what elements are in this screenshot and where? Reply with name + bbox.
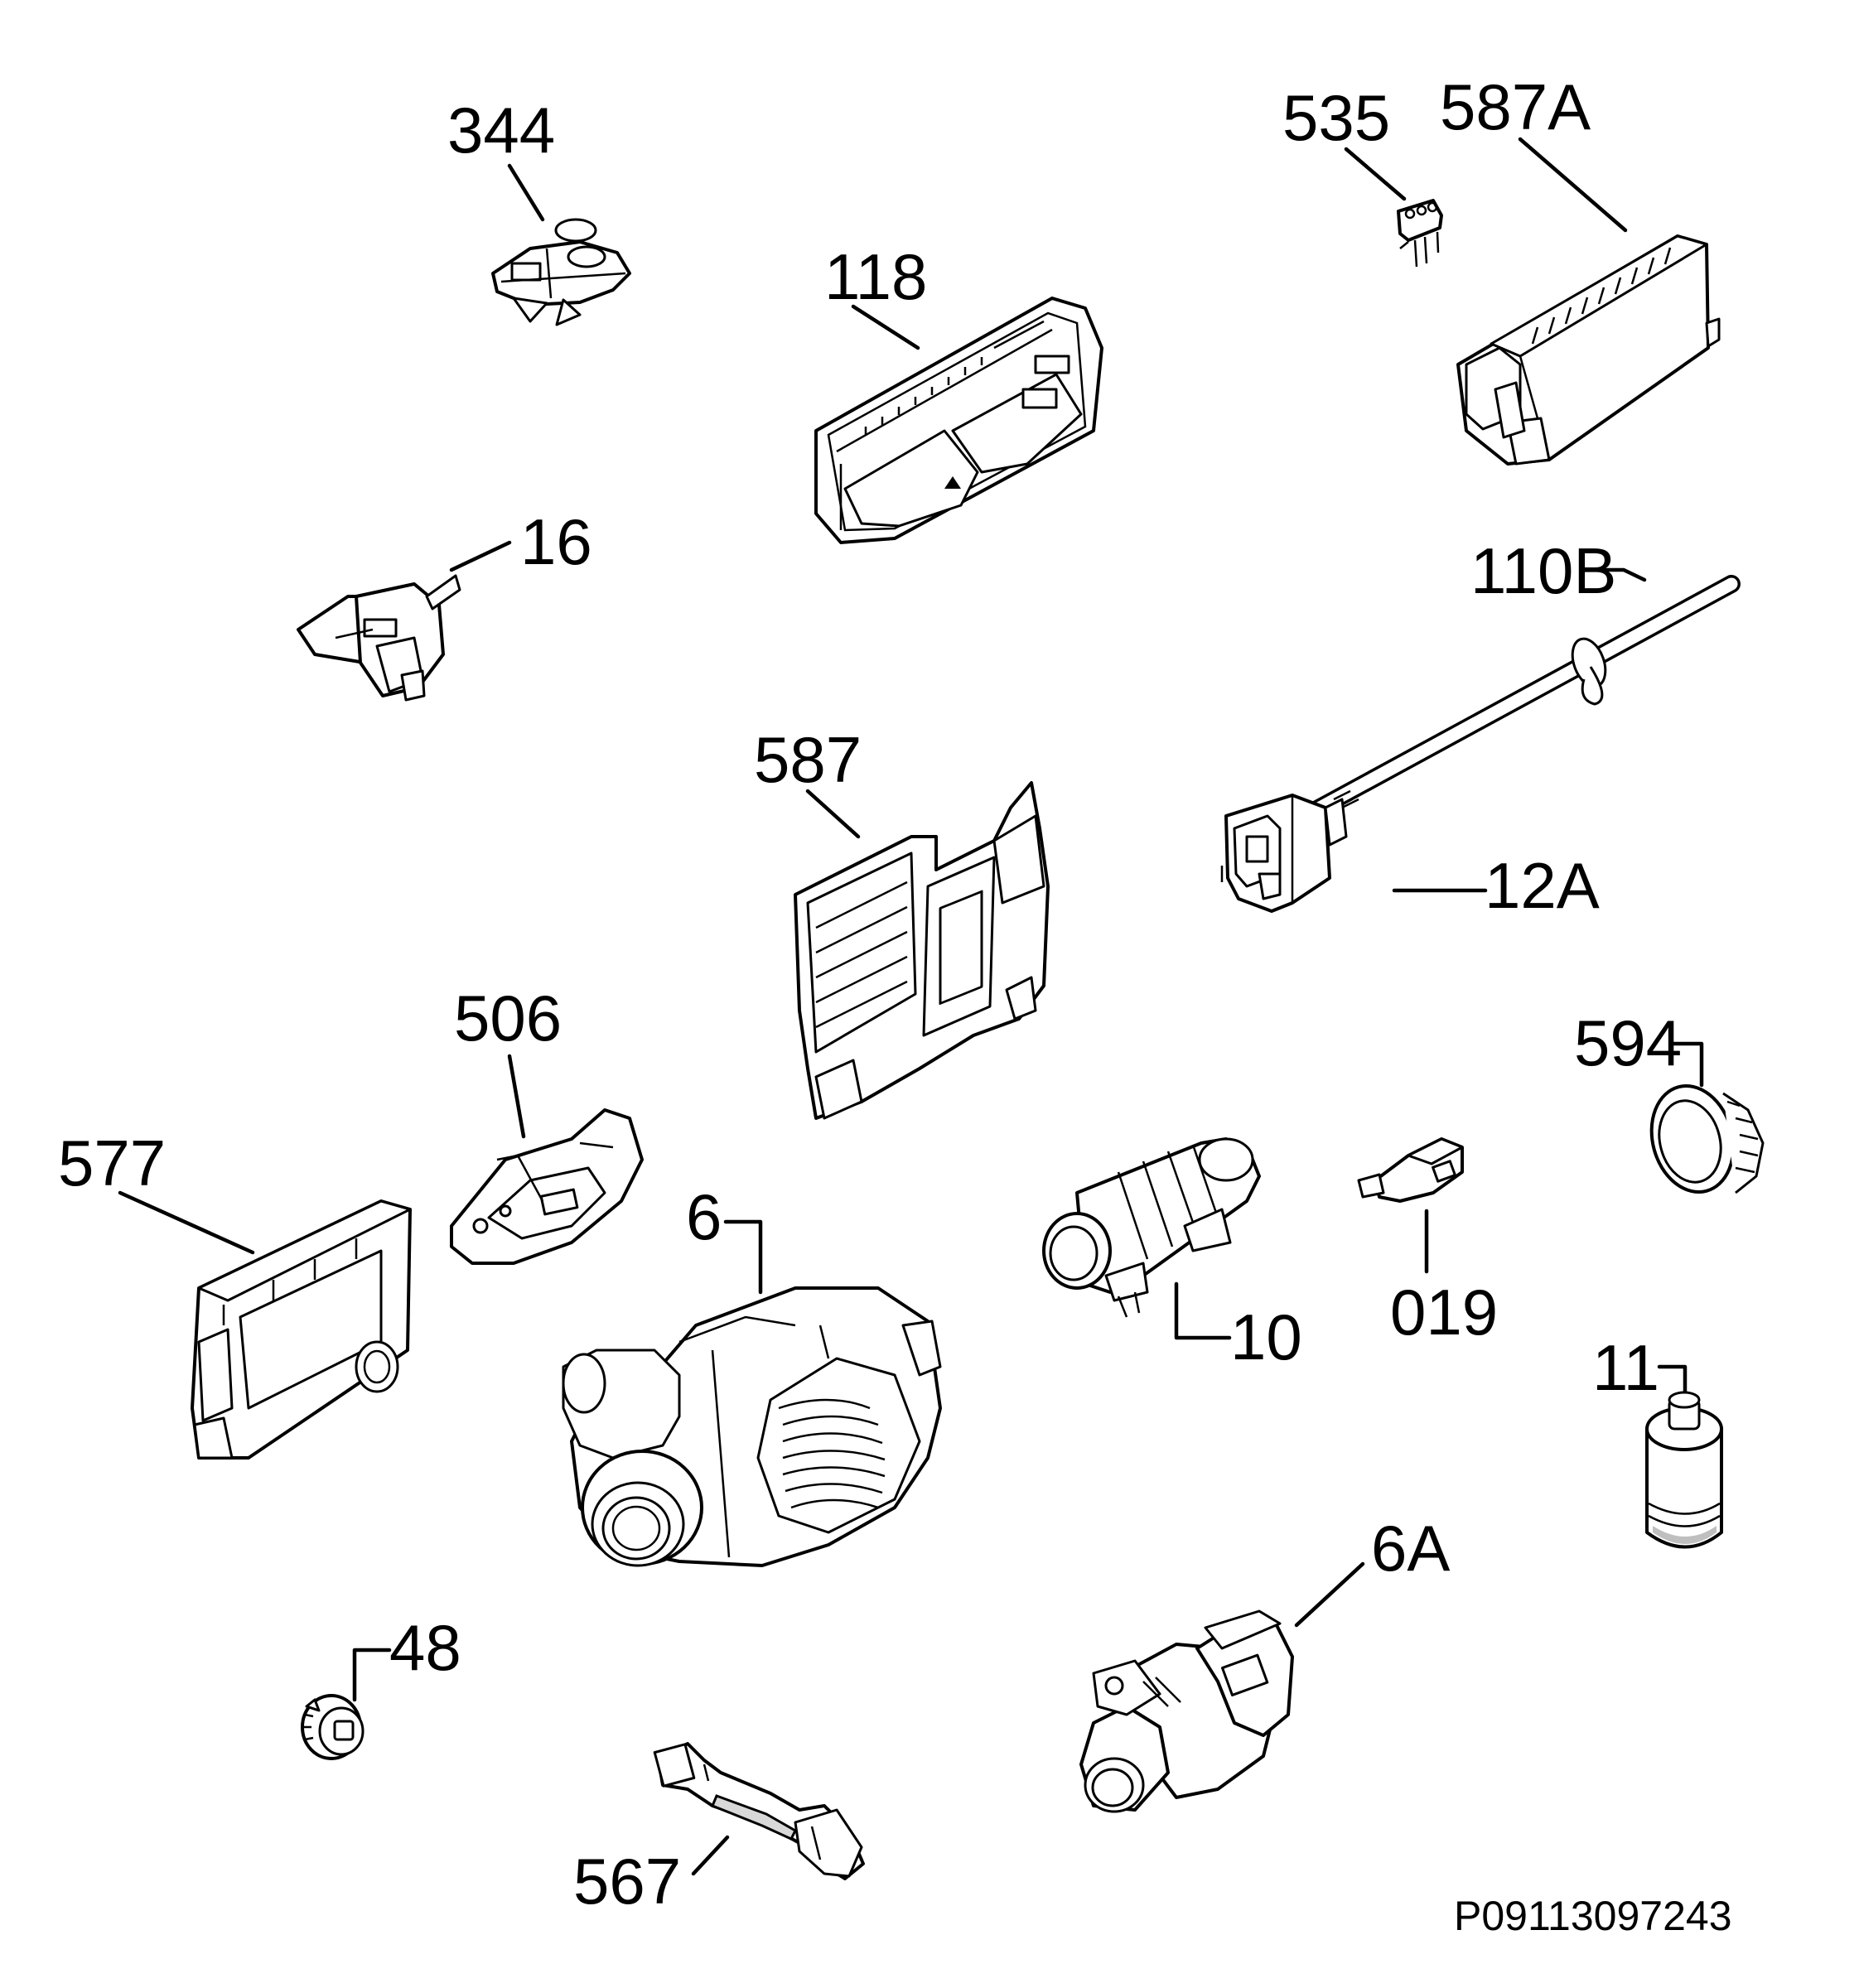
callout-10: 10 xyxy=(1230,1300,1302,1373)
drawing-code: P09113097243 xyxy=(1454,1893,1732,1939)
part-535-connector-icon xyxy=(1397,199,1443,268)
leader-587 xyxy=(805,789,861,839)
leader-48 xyxy=(352,1648,392,1702)
callout-48: 48 xyxy=(389,1611,461,1684)
part-594-ring-icon xyxy=(1649,1083,1765,1194)
callout-535: 535 xyxy=(1282,81,1391,154)
leader-6 xyxy=(723,1219,763,1295)
leader-118 xyxy=(851,304,920,350)
callout-16: 16 xyxy=(520,505,592,578)
leader-6A xyxy=(1294,1561,1365,1628)
leader-587A xyxy=(1518,137,1628,233)
part-587A-control-module-icon xyxy=(1456,234,1721,466)
callout-6A: 6A xyxy=(1371,1512,1451,1585)
callout-118: 118 xyxy=(824,240,928,313)
callout-6: 6 xyxy=(686,1180,722,1253)
part-019-small-connector-icon xyxy=(1357,1137,1464,1203)
leader-535 xyxy=(1344,147,1407,201)
part-48-knob-icon xyxy=(301,1694,365,1760)
callout-019: 019 xyxy=(1390,1276,1499,1349)
part-118-control-panel-icon xyxy=(814,297,1103,544)
callout-110B: 110B xyxy=(1470,534,1617,607)
leader-594 xyxy=(1671,1041,1704,1088)
part-6-circulation-pump-icon xyxy=(562,1286,942,1567)
callout-577: 577 xyxy=(58,1127,167,1199)
callout-11: 11 xyxy=(1592,1331,1659,1404)
leader-506 xyxy=(507,1054,526,1139)
part-344-latch-icon xyxy=(491,218,631,326)
leader-567 xyxy=(691,1835,730,1876)
leader-10 xyxy=(1174,1281,1232,1340)
leader-110B xyxy=(1596,567,1647,582)
part-506-sensor-bracket-icon xyxy=(450,1108,644,1265)
part-567-clip-bracket-icon xyxy=(653,1742,865,1880)
part-16-door-switch-icon xyxy=(297,574,461,702)
leader-577 xyxy=(118,1190,255,1255)
part-110B-cable-icon xyxy=(1296,575,1741,825)
callout-12A: 12A xyxy=(1485,849,1600,922)
callout-587: 587 xyxy=(754,723,862,796)
leader-11 xyxy=(1657,1364,1688,1402)
part-12A-cable-connector-icon xyxy=(1220,794,1348,913)
callout-594: 594 xyxy=(1574,1006,1683,1079)
callout-587A: 587A xyxy=(1440,70,1591,143)
callout-567: 567 xyxy=(573,1845,682,1918)
callout-506: 506 xyxy=(454,982,563,1054)
leader-344 xyxy=(507,163,545,222)
part-577-module-box-icon xyxy=(191,1199,412,1460)
callout-344: 344 xyxy=(447,94,556,166)
part-587-board-housing-icon xyxy=(794,781,1050,1120)
part-6A-drain-pump-icon xyxy=(1079,1609,1294,1813)
part-10-heater-icon xyxy=(1042,1137,1261,1318)
leader-lines xyxy=(118,137,1704,1876)
part-11-capacitor-icon xyxy=(1645,1391,1723,1549)
leader-16 xyxy=(449,540,512,572)
